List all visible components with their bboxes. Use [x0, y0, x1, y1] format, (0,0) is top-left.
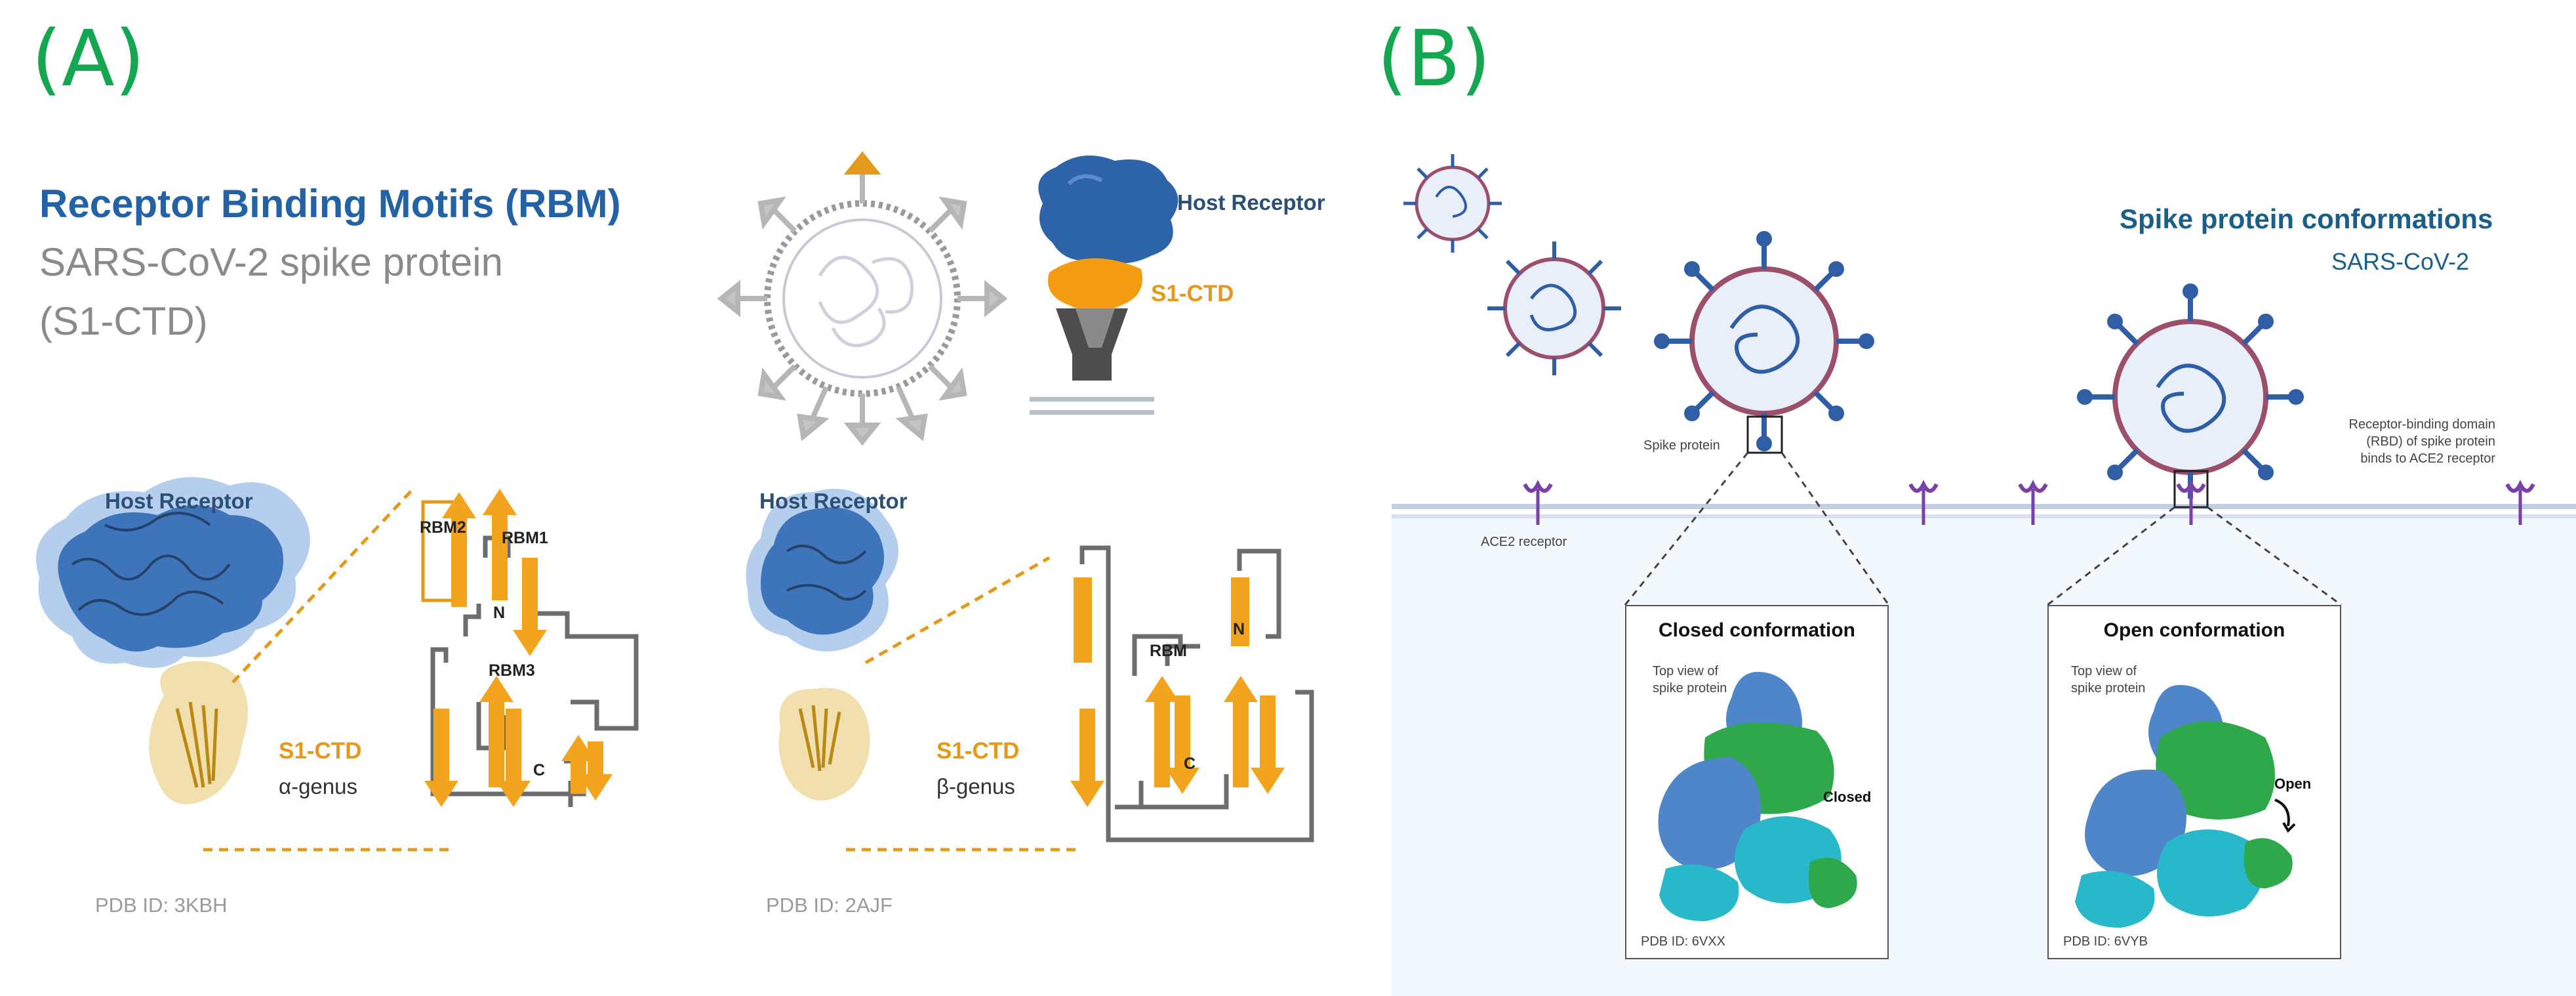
- ace2-receptors: [1523, 480, 2535, 525]
- topology-diagram-alpha: [203, 488, 639, 852]
- closed-state-label: Closed: [1823, 789, 1872, 805]
- topology-diagram-beta: [846, 545, 1314, 852]
- membrane-inner: [1392, 514, 2576, 518]
- virus-main-right: [2047, 283, 2342, 606]
- right-genus-label: β-genus: [936, 774, 1015, 799]
- ace2-receptor-label: ACE2 receptor: [1481, 535, 1567, 549]
- left-s1ctd-label: S1-CTD: [279, 738, 362, 764]
- rbm3-label: RBM3: [489, 661, 535, 680]
- closed-top-view-1: Top view of: [1653, 664, 1719, 678]
- left-n-terminus: N: [493, 604, 506, 622]
- closed-spike-surface: [1658, 672, 1857, 921]
- host-receptor-top-illustration: [1030, 156, 1178, 415]
- rbd-label-2: (RBD) of spike protein: [2366, 434, 2495, 449]
- right-pdb-label: PDB ID: 2AJF: [766, 894, 893, 917]
- virus-gray-illustration: [717, 151, 1008, 446]
- rbd-label-3: binds to ACE2 receptor: [2360, 451, 2495, 466]
- closed-top-view-2: spike protein: [1653, 681, 1727, 695]
- right-s1ctd-label: S1-CTD: [936, 738, 1020, 764]
- right-rbm-label: RBM: [1150, 642, 1187, 660]
- spike-protein-label: Spike protein: [1643, 438, 1720, 453]
- open-state-label: Open: [2274, 776, 2312, 792]
- protein-structure-3kbh: [36, 477, 310, 804]
- virus-main-left: [1624, 231, 1890, 606]
- top-host-receptor-label: Host Receptor: [1177, 190, 1325, 215]
- right-host-receptor-label: Host Receptor: [759, 489, 908, 513]
- left-c-terminus: C: [533, 761, 546, 779]
- right-c-terminus: C: [1184, 755, 1196, 773]
- cell-interior: [1392, 518, 2576, 996]
- rbm2-label: RBM2: [420, 518, 466, 537]
- left-pdb-label: PDB ID: 3KBH: [95, 894, 228, 917]
- open-top-view-1: Top view of: [2071, 664, 2137, 678]
- closed-pdb-label: PDB ID: 6VXX: [1641, 934, 1725, 949]
- rbd-label-1: Receptor-binding domain: [2348, 417, 2495, 432]
- left-host-receptor-label: Host Receptor: [105, 489, 253, 513]
- open-conformation-title: Open conformation: [2103, 619, 2285, 641]
- open-spike-surface: [2075, 685, 2296, 928]
- right-n-terminus: N: [1233, 620, 1245, 638]
- membrane-outer: [1392, 504, 2576, 509]
- closed-conformation-title: Closed conformation: [1658, 619, 1855, 641]
- virus-small-2: [1487, 241, 1621, 375]
- panel-b-letter: (B): [1377, 13, 1491, 104]
- open-top-view-2: spike protein: [2071, 681, 2146, 695]
- open-pdb-label: PDB ID: 6VYB: [2063, 934, 2148, 949]
- rbm1-label: RBM1: [502, 529, 548, 547]
- panel-a-subtitle-1: SARS-CoV-2 spike protein: [39, 240, 503, 284]
- panel-b-title: Spike protein conformations: [2120, 203, 2493, 234]
- panel-b-subtitle: SARS-CoV-2: [2331, 248, 2470, 275]
- panel-a-title: Receptor Binding Motifs (RBM): [39, 182, 621, 226]
- left-genus-label: α-genus: [279, 774, 357, 799]
- top-s1ctd-label: S1-CTD: [1151, 281, 1234, 306]
- panel-a-letter: (A): [31, 13, 145, 104]
- open-conformation-box: Open conformation Top view of spike prot…: [2047, 605, 2341, 959]
- panel-a-subtitle-2: (S1-CTD): [39, 299, 208, 343]
- virus-small-1: [1403, 154, 1502, 253]
- closed-conformation-box: Closed conformation Top view of spike pr…: [1625, 605, 1889, 959]
- protein-structure-2ajf: [746, 489, 898, 800]
